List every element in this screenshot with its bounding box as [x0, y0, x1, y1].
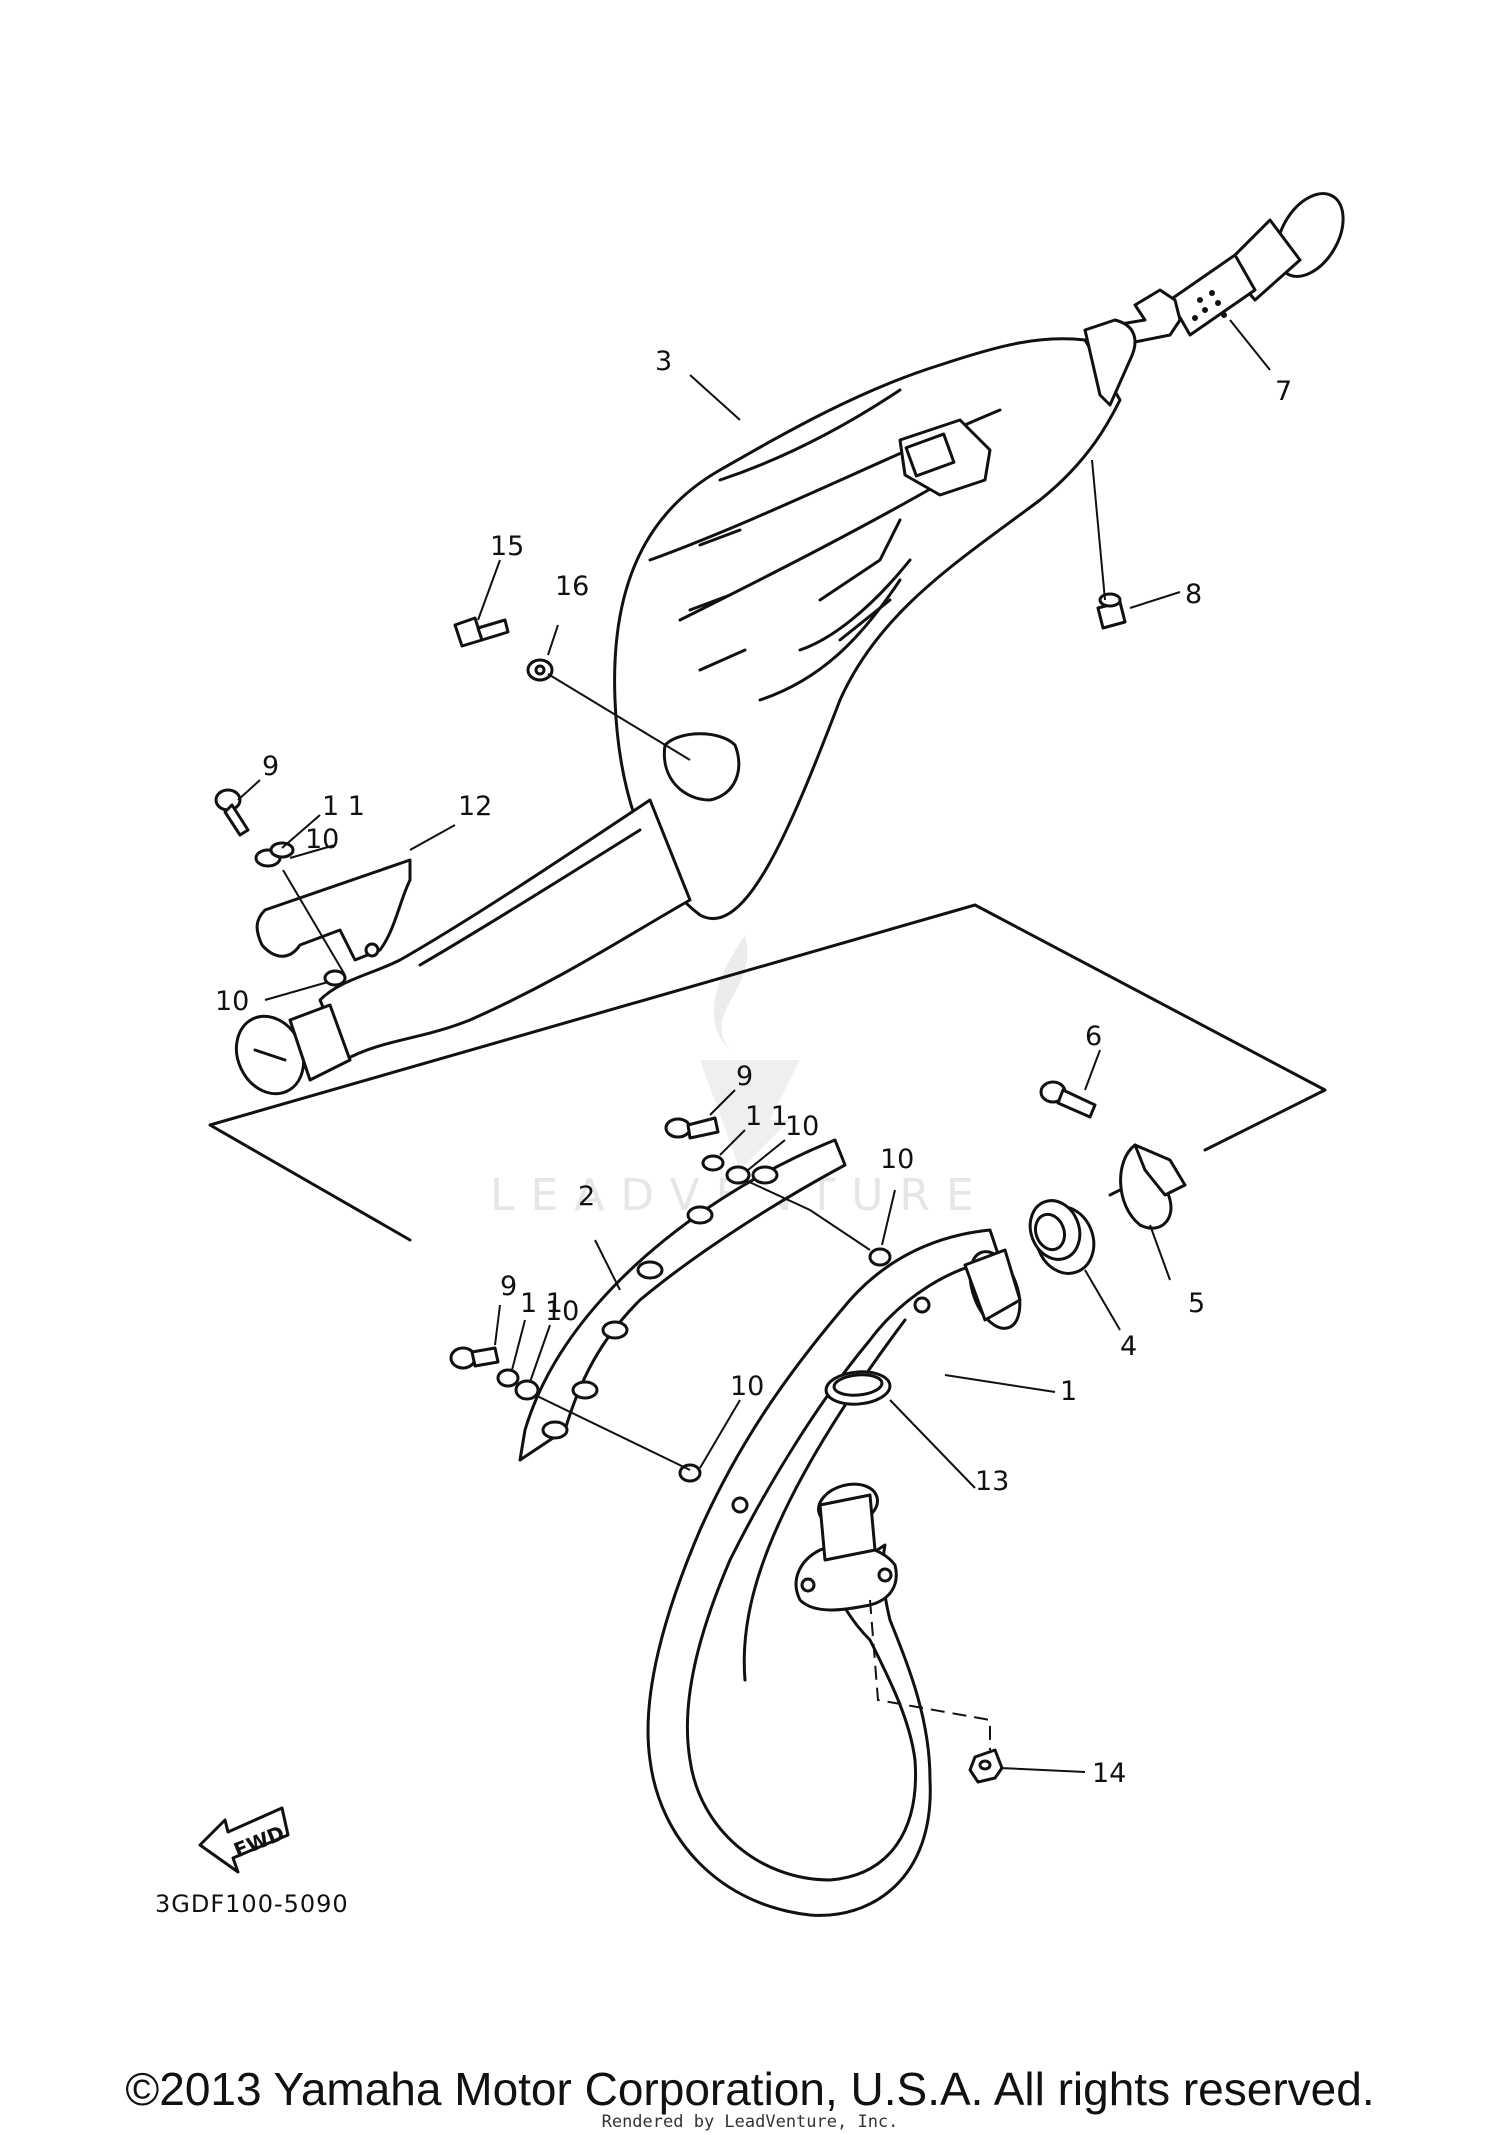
callout-14: 14 — [1092, 1758, 1126, 1789]
callout-5: 5 — [1188, 1288, 1205, 1319]
part-9-bolt-lower — [449, 1346, 500, 1370]
callout-10-right: 10 — [880, 1144, 914, 1175]
part-7-spark-arrester — [1113, 192, 1345, 347]
callout-10-lower: 10 — [545, 1296, 579, 1327]
callout-3: 3 — [655, 346, 672, 377]
callout-13: 13 — [975, 1466, 1009, 1497]
callout-11-mid: 1 1 — [745, 1101, 788, 1132]
callout-16: 16 — [555, 571, 589, 602]
part-11-washer-mid — [701, 1154, 725, 1172]
part-9-bolt-mid — [664, 1116, 720, 1140]
part-5-clamp — [1119, 1143, 1187, 1230]
callout-1: 1 — [1060, 1376, 1077, 1407]
part-6-bolt — [1039, 1080, 1097, 1119]
part-8-bolt — [1096, 592, 1127, 630]
callout-10-left: 10 — [215, 986, 249, 1017]
callout-15: 15 — [490, 531, 524, 562]
callout-9-mid: 9 — [736, 1061, 753, 1092]
assembly-lines — [282, 459, 1106, 1750]
part-9-bolt-upper — [214, 788, 250, 837]
callout-4: 4 — [1120, 1331, 1137, 1362]
part-10-washer-right — [868, 1247, 892, 1267]
callout-8: 8 — [1185, 579, 1202, 610]
callout-10-mid: 10 — [785, 1111, 819, 1142]
hardware — [214, 592, 1127, 1784]
callout-7: 7 — [1275, 376, 1292, 407]
part-1-exhaust-pipe — [646, 1228, 1022, 1917]
callout-9-upper: 9 — [262, 751, 279, 782]
part-2-pipe-protector — [518, 1138, 847, 1462]
fwd-arrow: FWD — [198, 1806, 290, 1874]
callout-10-bottom: 10 — [730, 1371, 764, 1402]
callout-leaders — [237, 319, 1271, 1773]
part-14-nut — [968, 1748, 1004, 1784]
part-10-washer-lower — [323, 969, 347, 987]
callout-6: 6 — [1085, 1021, 1102, 1052]
callout-12: 12 — [458, 791, 492, 822]
callout-11-upper: 1 1 — [322, 791, 365, 822]
part-11-washer-lower — [496, 1368, 520, 1388]
callout-10-upper: 10 — [305, 824, 339, 855]
part-3-muffler — [613, 318, 1137, 920]
part-12-protector — [255, 858, 412, 962]
part-11-10-washers-upper — [254, 841, 295, 868]
callout-9-lower: 9 — [500, 1271, 517, 1302]
copyright-notice: ©2013 Yamaha Motor Corporation, U.S.A. A… — [125, 2063, 1375, 2115]
part-10-washer-mid — [725, 1165, 751, 1185]
diagram-code: 3GDF100-5090 — [155, 1890, 349, 1918]
part-10-washer-lower-left — [514, 1379, 540, 1401]
part-4-gasket — [1028, 1199, 1096, 1275]
callout-labels: 7 3 8 15 16 9 1 1 10 12 10 9 1 1 10 10 2… — [215, 346, 1292, 1789]
rendered-by-notice: Rendered by LeadVenture, Inc. — [601, 2112, 899, 2132]
part-15-bolt — [453, 616, 510, 648]
part-10-washer-bottom — [678, 1463, 702, 1483]
callout-11-lower: 1 1 — [520, 1288, 563, 1319]
callout-2: 2 — [578, 1181, 595, 1212]
part-16-washer — [526, 658, 554, 682]
muffler-inlet-pipe — [234, 798, 692, 1096]
part-13-gasket — [824, 1370, 892, 1406]
